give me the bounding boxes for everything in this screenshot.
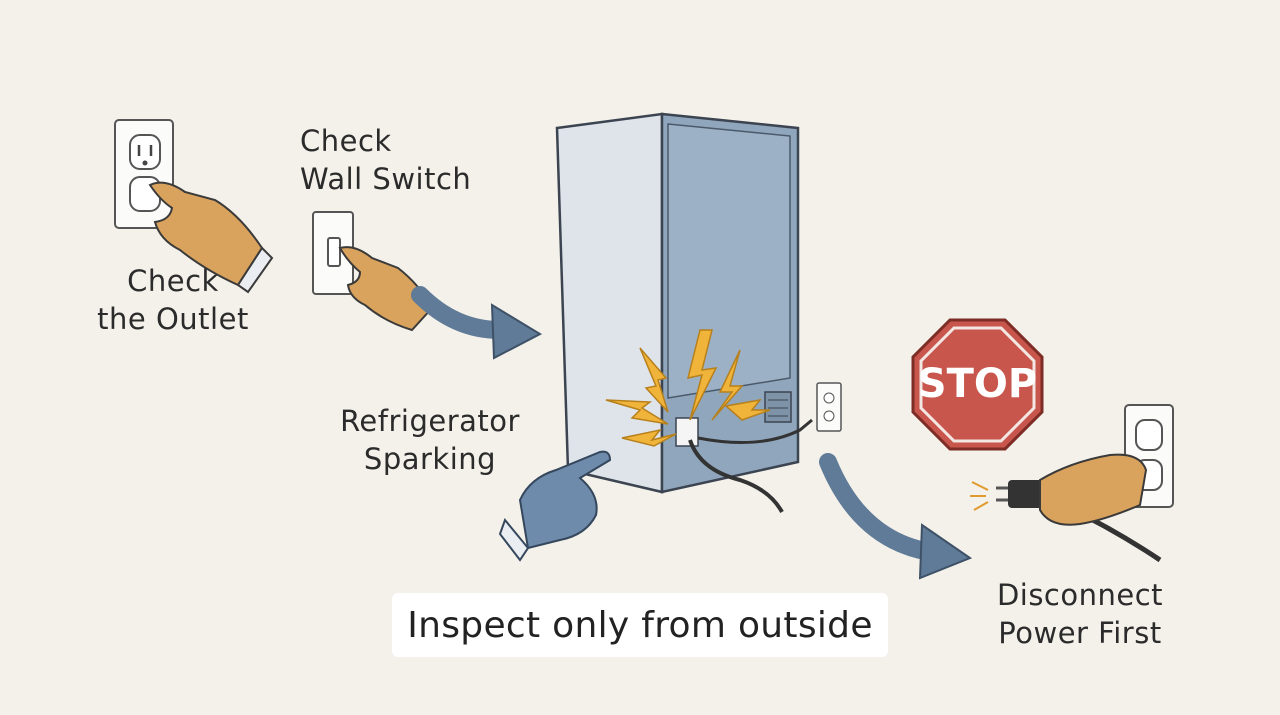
spark-icon xyxy=(605,329,771,447)
hand-pointing-icon xyxy=(148,181,274,294)
switch-icon xyxy=(312,211,354,295)
caption: Inspect only from outside xyxy=(392,593,888,657)
arrow-icon xyxy=(819,453,973,580)
hand-pointing-icon xyxy=(498,450,612,562)
hand-pointing-icon xyxy=(338,246,434,332)
label-refrigerator-sparking: Refrigerator Sparking xyxy=(340,404,520,476)
outlet-icon xyxy=(816,382,842,432)
label-check-wall-switch: Check Wall Switch xyxy=(300,124,472,196)
stop-sign-text: STOP xyxy=(917,361,1038,407)
label-disconnect-power: Disconnect Power First xyxy=(996,578,1164,650)
hand-pointing-icon xyxy=(1039,453,1148,526)
stop-sign-icon xyxy=(911,318,1044,451)
refrigerator-icon xyxy=(555,112,813,514)
outlet-icon xyxy=(114,119,174,229)
label-check-outlet: Check the Outlet xyxy=(97,264,249,336)
arrow-icon xyxy=(411,286,543,360)
